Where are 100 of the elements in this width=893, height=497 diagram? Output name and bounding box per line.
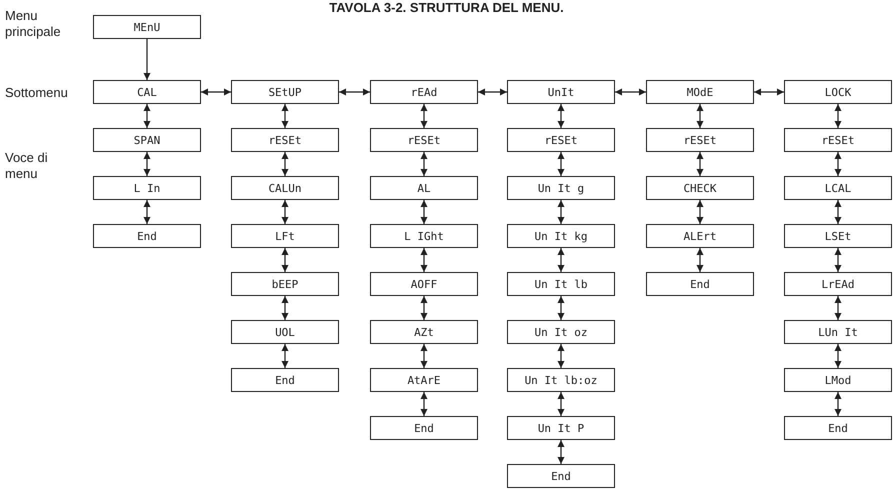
- display-box: [646, 128, 754, 152]
- display-box: [370, 224, 478, 248]
- display-text: UnIt: [548, 86, 574, 98]
- display-box: [231, 176, 339, 200]
- display-text: End: [137, 230, 157, 242]
- arrow: [558, 296, 564, 320]
- arrow: [696, 200, 704, 224]
- display-text: LFt: [275, 230, 295, 242]
- arrow: [201, 88, 231, 96]
- display-box: [507, 320, 615, 344]
- display-box: [370, 272, 478, 296]
- arrow: [420, 248, 428, 272]
- arrow: [558, 248, 564, 272]
- display-text: LSEt: [824, 230, 852, 242]
- display-box: [93, 80, 201, 104]
- arrow: [696, 152, 704, 176]
- display-text: MOdE: [686, 86, 714, 98]
- display-box: [784, 320, 892, 344]
- display-text: CAL: [137, 86, 157, 98]
- display-text: CHECK: [683, 182, 717, 194]
- arrow: [420, 296, 428, 320]
- display-text: L IGht: [404, 230, 444, 242]
- display-text: rEAd: [410, 86, 438, 98]
- display-box: [646, 176, 754, 200]
- display-text: SEtUP: [268, 86, 302, 98]
- display-text: LCAL: [824, 182, 852, 194]
- arrow: [420, 344, 428, 368]
- display-box: [370, 320, 478, 344]
- arrow: [144, 39, 150, 80]
- display-box: [507, 272, 615, 296]
- display-text: End: [551, 470, 571, 482]
- display-text: Un It kg: [534, 230, 588, 242]
- display-text: AtArE: [407, 374, 441, 386]
- display-box: [370, 128, 478, 152]
- arrow: [282, 248, 288, 272]
- display-text: Un It g: [538, 182, 584, 194]
- arrow: [144, 152, 150, 176]
- display-text: LUn It: [818, 326, 858, 338]
- arrow: [834, 296, 842, 320]
- display-text: Un It lb:oz: [524, 374, 598, 386]
- display-text: LOCK: [824, 86, 852, 98]
- arrow: [420, 200, 428, 224]
- display-box: [231, 224, 339, 248]
- display-text: MEnU: [134, 20, 160, 34]
- arrow: [558, 392, 564, 416]
- display-text: rESEt: [821, 134, 855, 146]
- display-text: rESEt: [544, 134, 578, 146]
- display-box: [646, 272, 754, 296]
- display-box: [231, 320, 339, 344]
- display-text: End: [414, 422, 434, 434]
- arrow: [754, 88, 784, 96]
- display-text: rESEt: [407, 134, 441, 146]
- display-box: [784, 80, 892, 104]
- display-text: rESEt: [268, 134, 302, 146]
- arrow: [339, 88, 370, 96]
- display-box: [231, 80, 339, 104]
- display-text: End: [275, 374, 295, 386]
- display-text: AOFF: [410, 278, 438, 290]
- display-box: [370, 368, 478, 392]
- arrow: [144, 104, 150, 128]
- arrow: [478, 88, 507, 96]
- row-label: Menu principale: [5, 8, 62, 40]
- display-box: [231, 368, 339, 392]
- arrow: [834, 344, 842, 368]
- arrow: [834, 152, 842, 176]
- display-text: End: [828, 422, 848, 434]
- display-box: [507, 224, 615, 248]
- display-box: [646, 80, 754, 104]
- arrow: [834, 104, 842, 128]
- arrow: [558, 152, 564, 176]
- display-box: [784, 416, 892, 440]
- row-label: Sottomenu: [5, 85, 69, 101]
- display-box: [784, 272, 892, 296]
- display-text: rESEt: [683, 134, 717, 146]
- arrow: [282, 152, 288, 176]
- display-box: [507, 80, 615, 104]
- display-box: [507, 176, 615, 200]
- display-text: LrEAd: [821, 278, 855, 290]
- arrow: [558, 344, 564, 368]
- arrow: [420, 104, 428, 128]
- display-box: [507, 128, 615, 152]
- display-box: [646, 224, 754, 248]
- display-text: L In: [134, 182, 160, 194]
- display-box: [784, 176, 892, 200]
- display-box: [93, 224, 201, 248]
- arrow: [696, 104, 704, 128]
- arrow: [420, 152, 428, 176]
- display-text: AL: [417, 182, 431, 194]
- display-text: ALErt: [683, 230, 717, 242]
- display-text: LMod: [824, 374, 852, 386]
- row-label: Voce di menu: [5, 150, 49, 182]
- display-box: [507, 416, 615, 440]
- display-text: Un It oz: [534, 326, 588, 338]
- display-text: CALUn: [268, 182, 302, 194]
- display-text: bEEP: [272, 278, 298, 290]
- display-box: [231, 272, 339, 296]
- arrow: [558, 440, 564, 464]
- display-box: [370, 416, 478, 440]
- display-box: [784, 128, 892, 152]
- display-box: [231, 128, 339, 152]
